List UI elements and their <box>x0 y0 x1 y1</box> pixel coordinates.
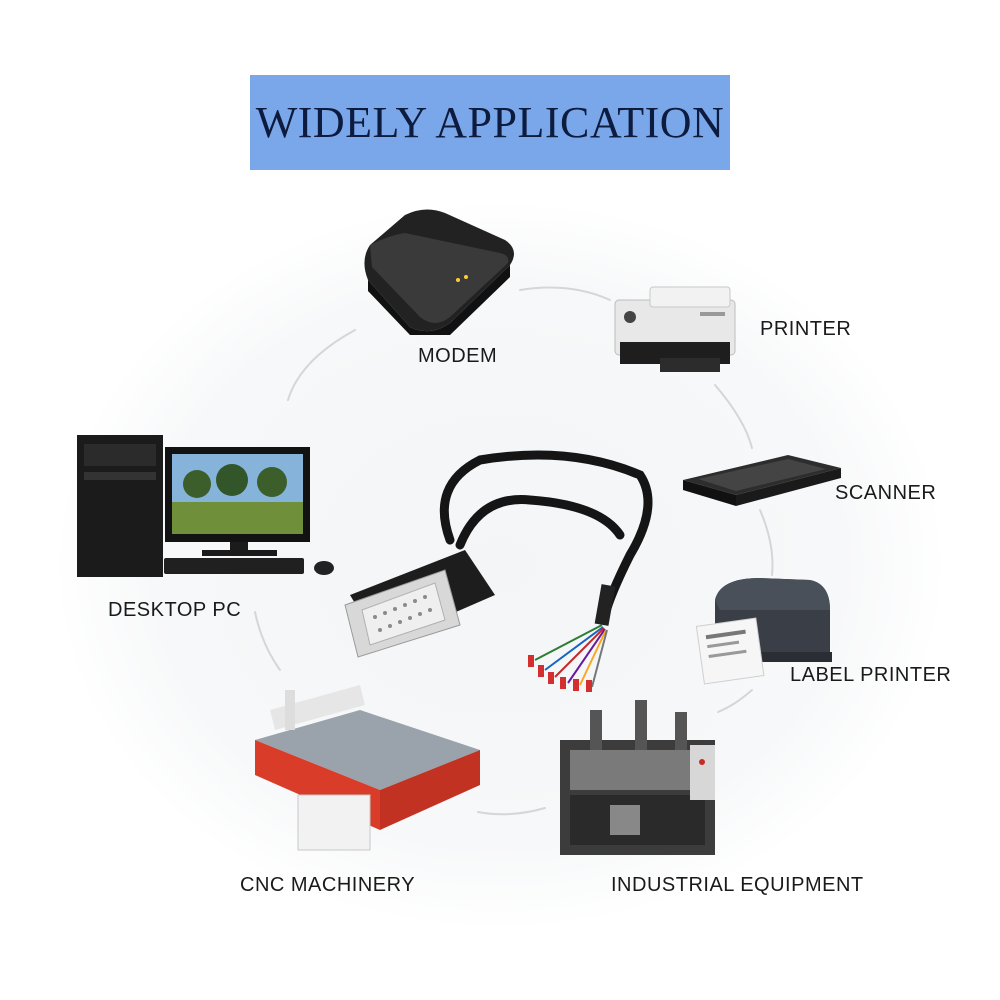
label-industrial-equipment: INDUSTRIAL EQUIPMENT <box>611 874 864 896</box>
label-printer-icon <box>695 578 832 685</box>
label-modem: MODEM <box>418 345 498 367</box>
label-cnc-machinery: CNC MACHINERY <box>240 874 416 896</box>
db25-cable-icon <box>344 450 653 692</box>
cnc-machine-icon <box>255 685 480 851</box>
page-title: WIDELY APPLICATION <box>255 98 725 147</box>
label-printer: PRINTER <box>760 318 852 340</box>
scanner-icon <box>683 455 841 506</box>
printer-icon <box>614 286 736 372</box>
label-scanner: SCANNER <box>835 482 937 504</box>
industrial-equipment-icon <box>560 700 715 855</box>
label-label-printer: LABEL PRINTER <box>790 664 952 686</box>
modem-icon <box>364 209 514 335</box>
title-banner: WIDELY APPLICATION <box>250 75 730 170</box>
label-desktop-pc: DESKTOP PC <box>108 599 242 621</box>
desktop-pc-icon <box>77 435 334 577</box>
